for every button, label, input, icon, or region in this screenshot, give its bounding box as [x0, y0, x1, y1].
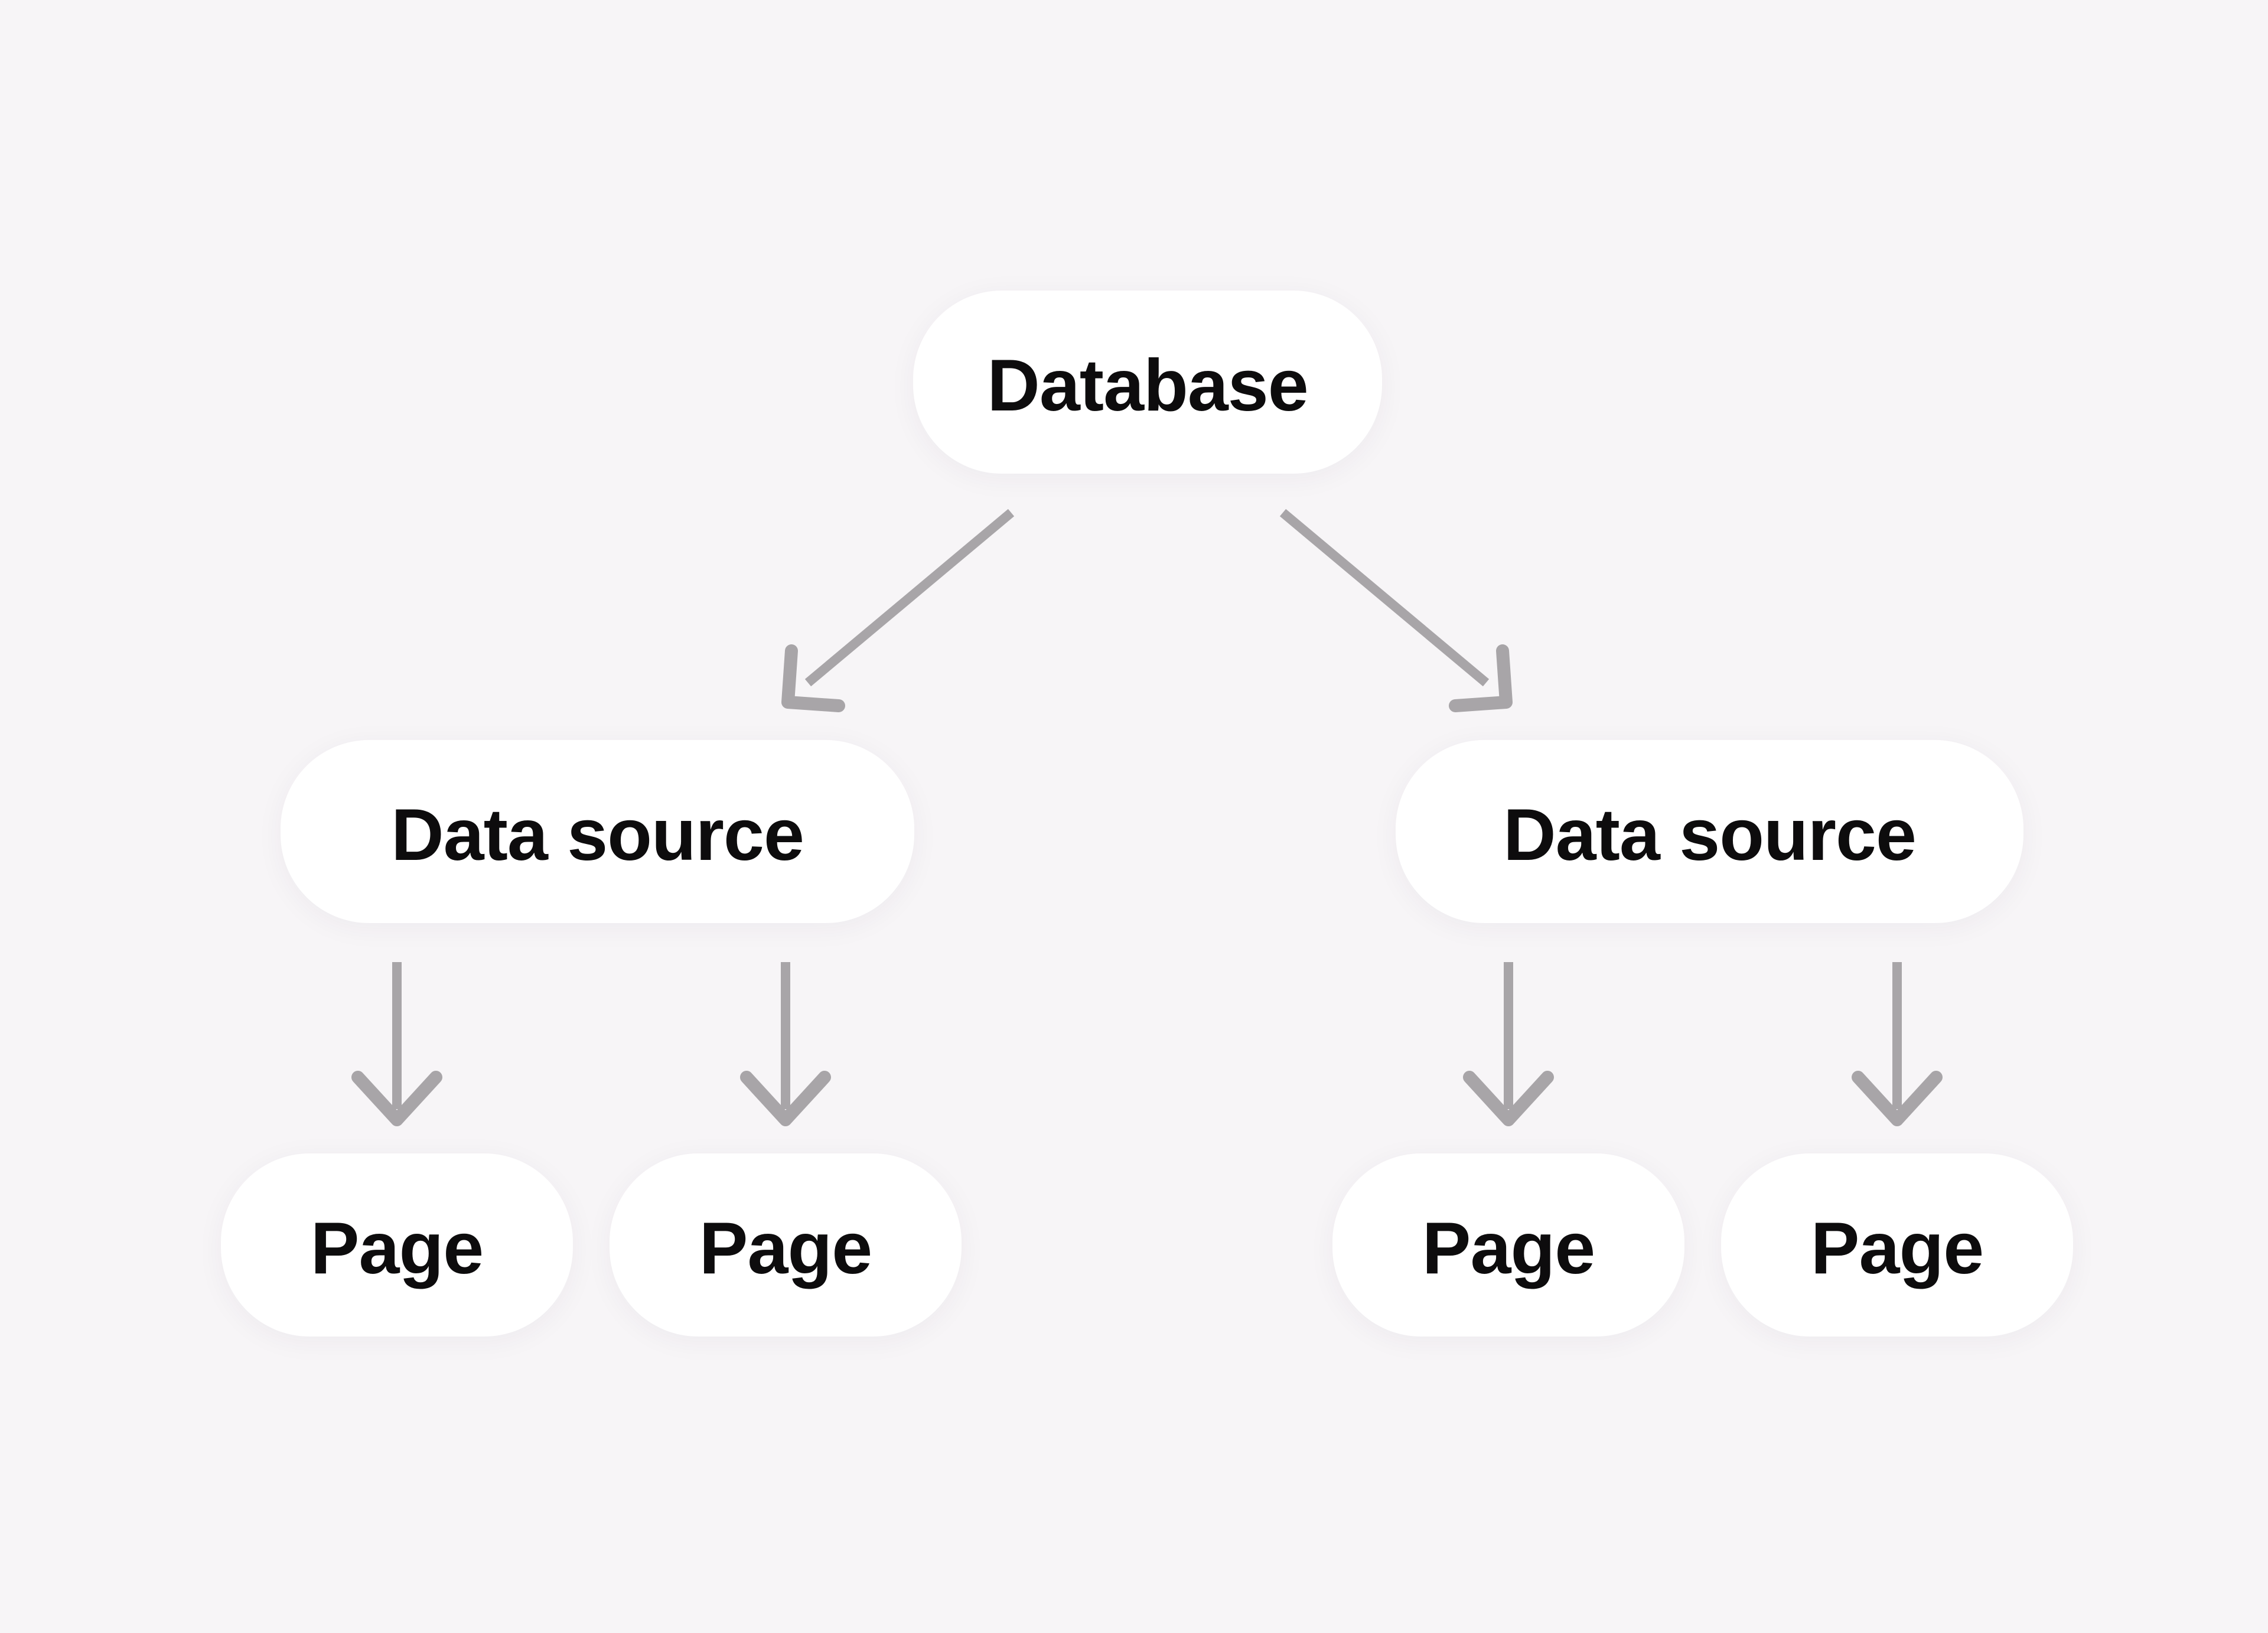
node-page-3-label: Page	[1422, 1208, 1595, 1289]
node-page-3: Page	[1332, 1153, 1684, 1337]
node-page-1-label: Page	[310, 1208, 484, 1289]
arrow-datasource-right-to-page-4	[1852, 962, 1943, 1126]
arrow-datasource-left-to-page-1	[351, 962, 442, 1126]
node-data-source-right-label: Data source	[1503, 794, 1917, 876]
node-page-2-label: Page	[699, 1208, 872, 1289]
node-page-1: Page	[221, 1153, 573, 1337]
node-page-2: Page	[610, 1153, 962, 1337]
node-database-label: Database	[987, 345, 1308, 426]
node-page-4-label: Page	[1810, 1208, 1984, 1289]
node-data-source-right: Data source	[1396, 740, 2023, 923]
node-data-source-left-label: Data source	[391, 794, 804, 876]
arrow-datasource-left-to-page-2	[740, 962, 831, 1126]
arrow-datasource-right-to-page-3	[1463, 962, 1554, 1126]
node-data-source-left: Data source	[281, 740, 914, 923]
arrow-database-to-datasource-right	[1279, 509, 1513, 712]
arrow-database-to-datasource-left	[781, 509, 1015, 712]
node-database: Database	[913, 291, 1382, 474]
node-page-4: Page	[1721, 1153, 2073, 1337]
